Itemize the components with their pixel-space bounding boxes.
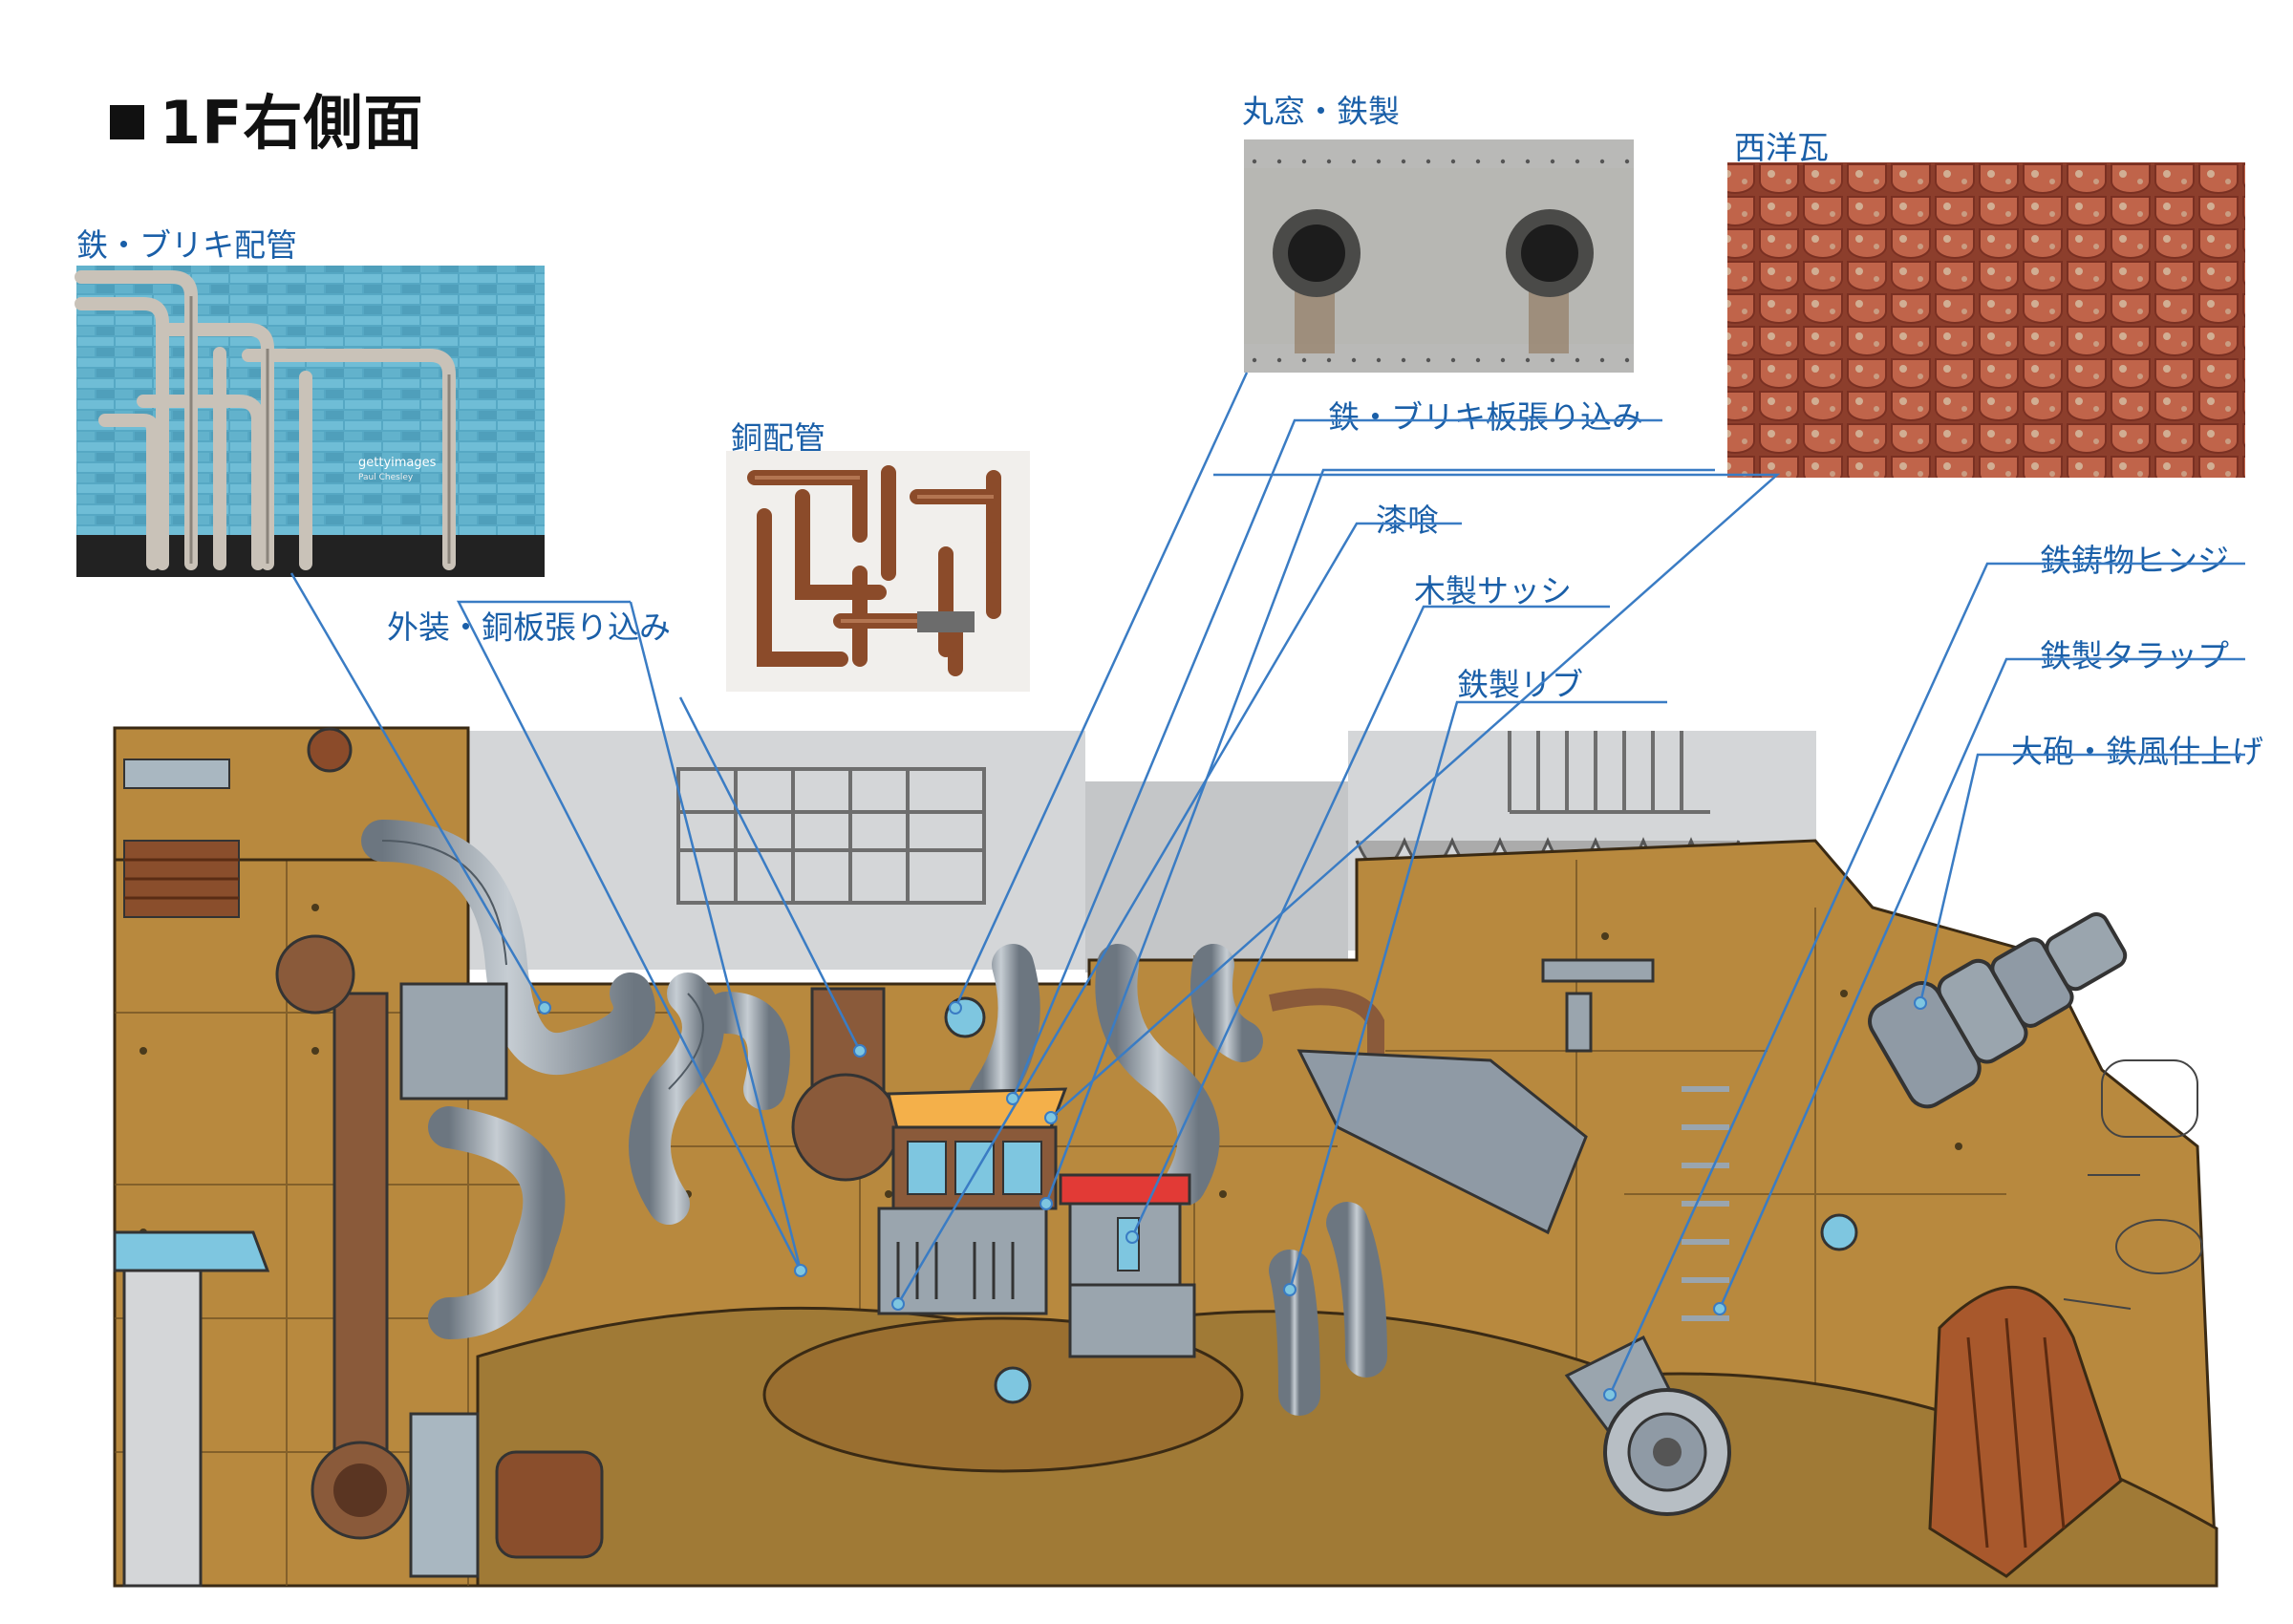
photo-credit: Paul Chesley [358,473,414,482]
photo-copper-piping [726,451,1030,692]
label-wooden-sash: 木製サッシ [1414,572,1572,609]
label-plaster: 漆喰 [1376,502,1439,539]
label-iron-ladder: 鉄製タラップ [2040,637,2229,674]
title-text: 1F右側面 [160,88,424,158]
label-round-window-iron: 丸窓・鉄製 [1242,93,1400,130]
label-iron-rib: 鉄製リブ [1457,666,1583,703]
label-western-tile: 西洋瓦 [1734,129,1829,166]
title-square-icon [110,104,144,139]
leader-endpoints [538,996,1927,1401]
label-iron-tin-plate: 鉄・ブリキ板張り込み [1328,398,1643,436]
label-cannon-iron-finish: 大砲・鉄風仕上げ [2011,733,2263,770]
photo-iron-tin-piping: gettyimages Paul Chesley [75,266,545,577]
main-elevation [113,726,2218,1588]
label-copper-piping: 銅配管 [731,419,825,457]
photo-western-tile [1727,162,2245,478]
page-title: 1F右側面 [110,75,424,160]
label-exterior-copper-plate: 外装・銅板張り込み [387,609,671,646]
photo-watermark: gettyimages [358,456,437,470]
label-cast-iron-hinge: 鉄鋳物ヒンジ [2040,542,2229,579]
label-iron-tin-piping: 鉄・ブリキ配管 [76,226,297,264]
leader-lines [289,372,2245,1396]
photo-round-window-iron [1244,139,1634,373]
